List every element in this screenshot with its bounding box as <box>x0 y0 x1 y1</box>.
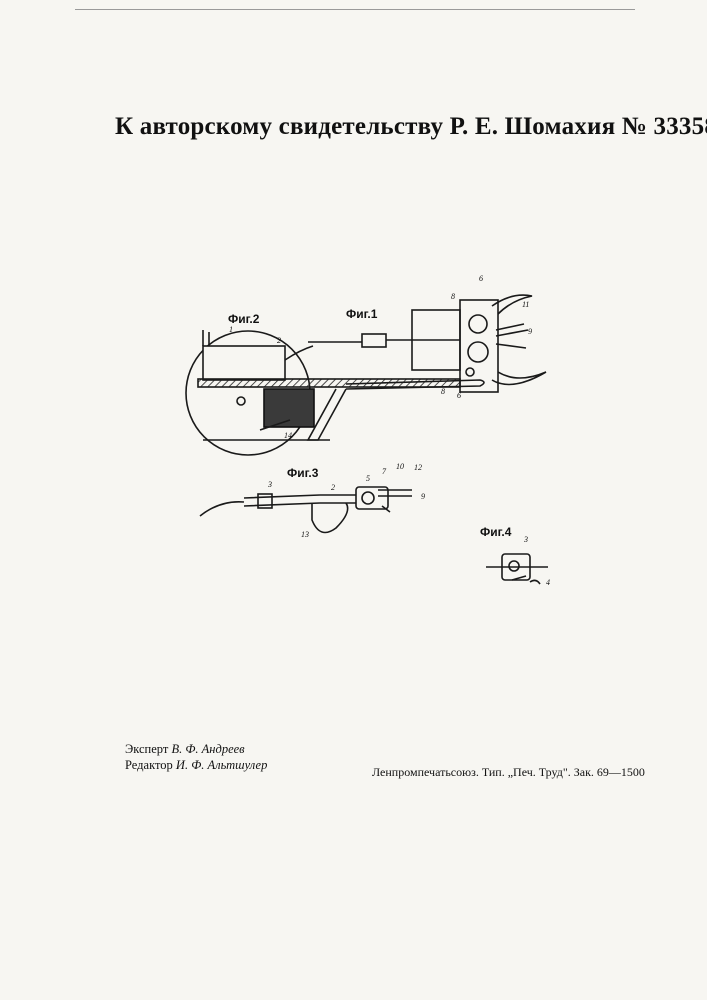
expert-line: Эксперт В. Ф. Андреев <box>125 741 267 757</box>
fig3-number: 12 <box>414 463 422 472</box>
fig1-number: 6 <box>479 274 483 283</box>
expert-role: Эксперт <box>125 742 168 756</box>
expert-name: В. Ф. Андреев <box>171 742 244 756</box>
fig3-number: 13 <box>301 530 309 539</box>
fig4-number: 4 <box>546 578 550 587</box>
printer-imprint: Ленпромпечатьсоюз. Тип. „Печ. Труд". Зак… <box>372 765 645 780</box>
fig4-number: 3 <box>524 535 528 544</box>
figure-2-label: Фиг.2 <box>228 312 259 326</box>
fig2-number: 14 <box>284 431 292 440</box>
figure-4-label: Фиг.4 <box>480 525 511 539</box>
figure-1-drawing <box>308 295 546 392</box>
fig1-number: 11 <box>522 300 529 309</box>
fig3-number: 5 <box>366 474 370 483</box>
editor-line: Редактор И. Ф. Альтшулер <box>125 757 267 773</box>
fig3-number: 10 <box>396 462 404 471</box>
fig2-number: 1 <box>229 325 233 334</box>
figure-1-label: Фиг.1 <box>346 307 377 321</box>
fig1-number: 9 <box>528 327 532 336</box>
fig1-number: 8 <box>441 387 445 396</box>
editor-role: Редактор <box>125 758 173 772</box>
figure-3-drawing <box>200 487 412 533</box>
fig2-number: 2 <box>277 336 281 345</box>
fig1-number: 8 <box>451 292 455 301</box>
figure-3-label: Фиг.3 <box>287 466 318 480</box>
fig3-number: 3 <box>268 480 272 489</box>
fig3-number: 2 <box>331 483 335 492</box>
fig3-number: 9 <box>421 492 425 501</box>
figure-4-drawing <box>486 554 548 584</box>
figure-2-drawing <box>186 330 484 455</box>
fig3-number: 7 <box>382 467 386 476</box>
fig1-number: 6 <box>457 391 461 400</box>
credits-block: Эксперт В. Ф. Андреев Редактор И. Ф. Аль… <box>125 741 267 773</box>
editor-name: И. Ф. Альтшулер <box>176 758 267 772</box>
